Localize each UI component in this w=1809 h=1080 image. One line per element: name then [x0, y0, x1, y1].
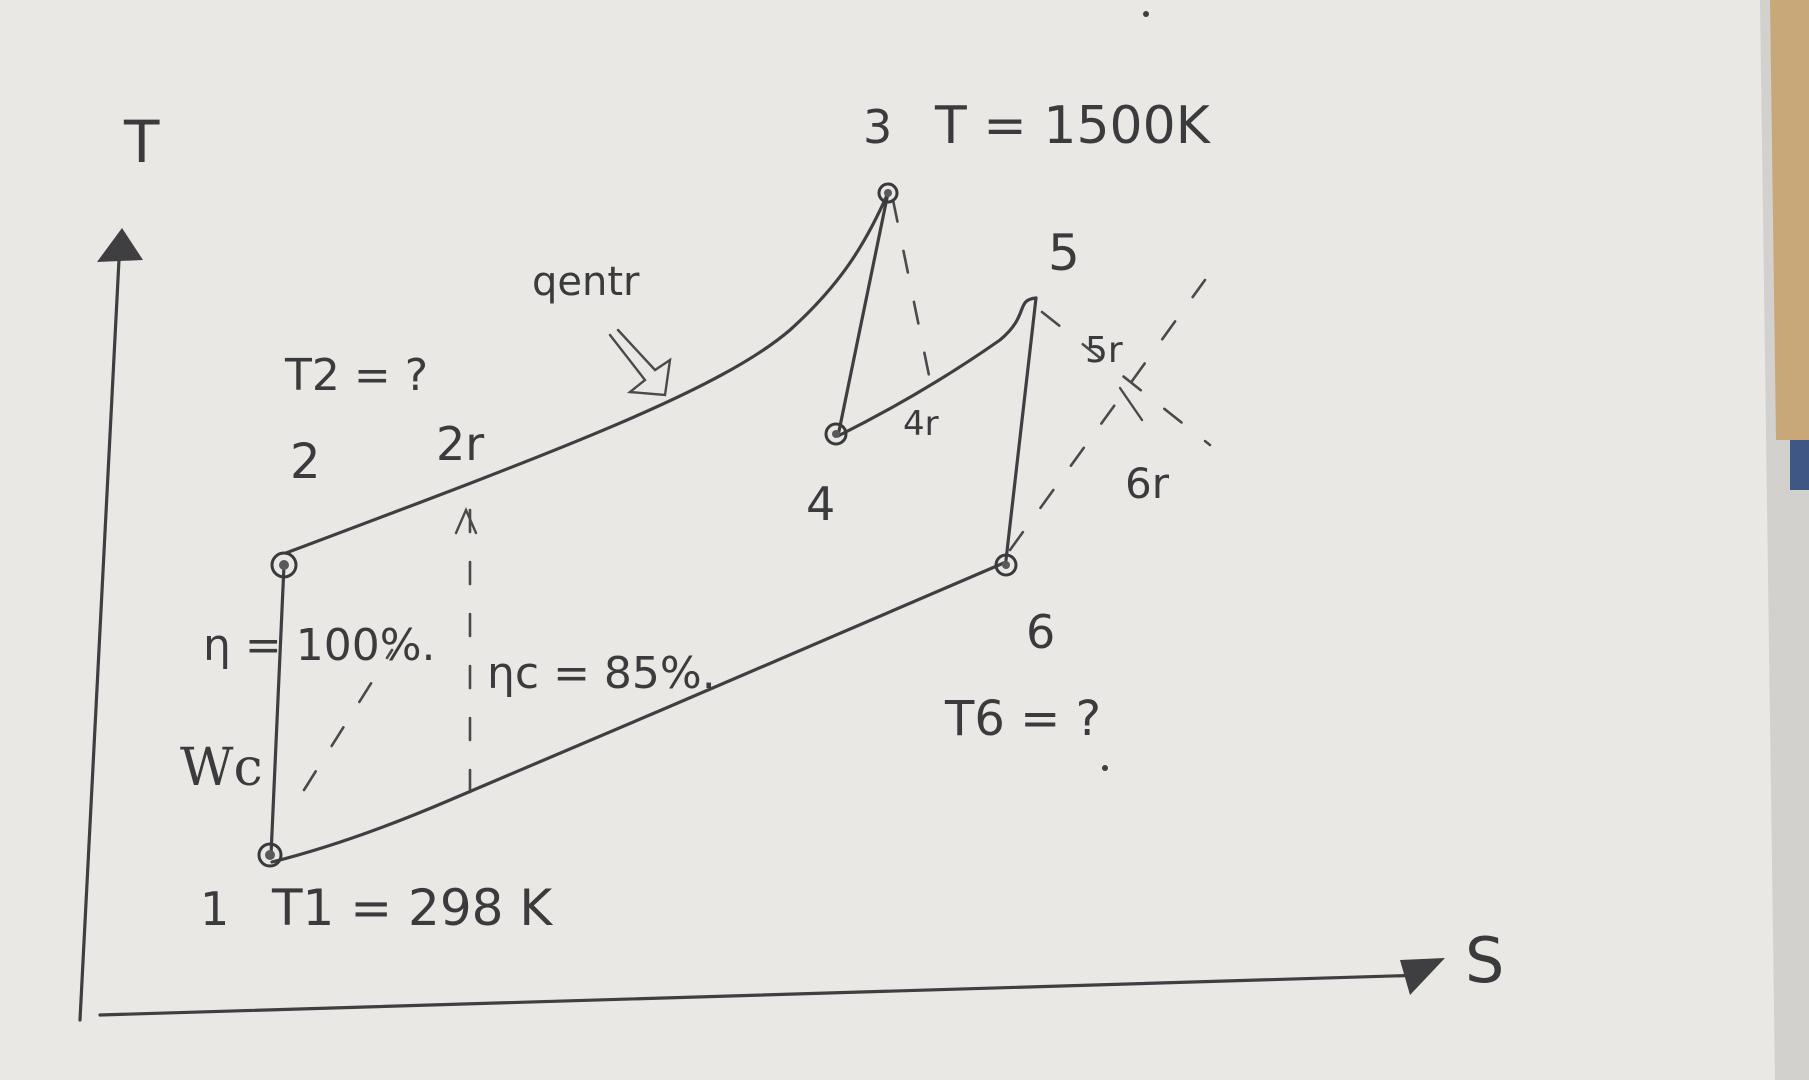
annotation-w-c: Wc [180, 738, 263, 798]
heat-input-arrow [608, 328, 672, 397]
state-point-4 [824, 422, 848, 446]
expansion-line-3-4 [836, 191, 890, 438]
annotation-t1: T1 = 298 K [271, 879, 553, 937]
label-point-3: 3 [863, 100, 892, 154]
heat-addition-curve [284, 191, 890, 555]
label-point-6r: 6r [1125, 459, 1170, 508]
background-edge-blue [1790, 440, 1809, 490]
x-axis-label: S [1465, 924, 1504, 997]
annotation-t2: T2 = ? [284, 350, 428, 401]
cross-mark [1118, 386, 1144, 422]
state-point-1 [257, 842, 283, 868]
pencil-dot-top [1143, 11, 1149, 17]
reheat-curve [836, 296, 1038, 438]
label-point-2r: 2r [436, 417, 484, 471]
compression-line-1-2 [269, 563, 286, 857]
label-point-1: 1 [200, 882, 229, 936]
expansion-line-6-6r [1008, 278, 1207, 552]
y-axis-arrow [97, 228, 143, 262]
expansion-line-3-4r [891, 198, 934, 392]
label-point-4r: 4r [903, 404, 939, 444]
y-axis-label: T [123, 108, 160, 176]
label-point-5: 5 [1048, 224, 1080, 282]
label-point-5r: 5r [1085, 330, 1123, 371]
pencil-dot [1102, 765, 1108, 771]
annotation-eta-c: ηc = 85%. [487, 648, 716, 699]
state-point-2 [270, 551, 298, 579]
heat-rejection-curve [270, 560, 1008, 864]
label-point-4: 4 [806, 477, 835, 531]
compression-2r-arrow [454, 506, 478, 535]
label-point-2: 2 [290, 434, 321, 490]
background-edge [1770, 0, 1809, 440]
state-point-3 [877, 182, 899, 204]
annotation-eta-ideal: η = 100%. [203, 620, 436, 671]
state-point-6 [994, 553, 1018, 577]
x-axis-arrow [1400, 958, 1445, 995]
annotation-q-entr: qentr [532, 259, 640, 305]
annotation-t6: T6 = ? [944, 691, 1101, 747]
y-axis [78, 238, 122, 1022]
annotation-t3: T = 1500K [934, 96, 1212, 156]
x-axis [98, 973, 1427, 1017]
label-point-6: 6 [1026, 605, 1055, 659]
expansion-line-5-5r [1040, 310, 1212, 447]
expansion-line-5-6 [1004, 296, 1038, 562]
